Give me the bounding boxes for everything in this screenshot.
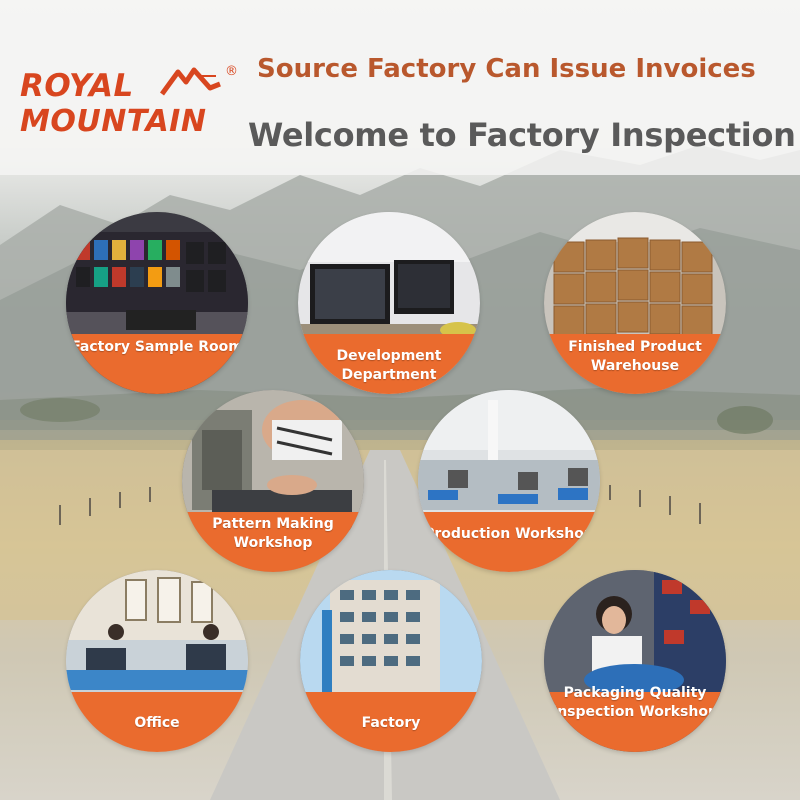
label-band: [544, 334, 726, 394]
section-label: Factory: [361, 715, 421, 731]
finished-product-warehouse-card[interactable]: Finished Product Warehouse: [544, 212, 726, 394]
packaging-inspection-workshop-card[interactable]: Packaging Quality Inspection Workshop: [544, 570, 726, 752]
label-band: [544, 692, 726, 752]
office-card[interactable]: Office: [66, 570, 248, 752]
section-label: Packaging Quality Inspection Workshop: [552, 685, 718, 720]
brand-logo: ROYAL MOUNTAIN ®: [20, 60, 240, 150]
section-label: Pattern Making Workshop: [212, 516, 334, 551]
registered-mark: ®: [225, 64, 238, 79]
section-label: Office: [134, 715, 180, 731]
section-label: Finished Product Warehouse: [568, 339, 702, 374]
section-label: Production Workshop: [424, 526, 594, 542]
label-band: [182, 512, 364, 572]
production-photo: [418, 390, 600, 572]
factory-sample-room-card[interactable]: Factory Sample Room: [66, 212, 248, 394]
section-label: Factory Sample Room: [71, 339, 243, 355]
label-band: [300, 692, 482, 752]
brand-name-line2: MOUNTAIN: [20, 104, 207, 139]
development-department-card[interactable]: Development Department: [298, 212, 480, 394]
label-band: [418, 512, 600, 572]
headline: Source Factory Can Issue Invoices: [257, 54, 756, 84]
label-band: [66, 692, 248, 752]
pattern-making-workshop-card[interactable]: Pattern Making Workshop: [182, 390, 364, 572]
factory-card[interactable]: Factory: [300, 570, 482, 752]
production-workshop-card[interactable]: Production Workshop: [418, 390, 600, 572]
label-band: [298, 334, 480, 394]
subheadline: Welcome to Factory Inspection: [248, 116, 796, 154]
label-band: [66, 334, 248, 394]
mountain-logo-icon: [160, 67, 221, 96]
section-label: Development Department: [336, 348, 442, 383]
brand-name-line1: ROYAL: [20, 68, 134, 104]
